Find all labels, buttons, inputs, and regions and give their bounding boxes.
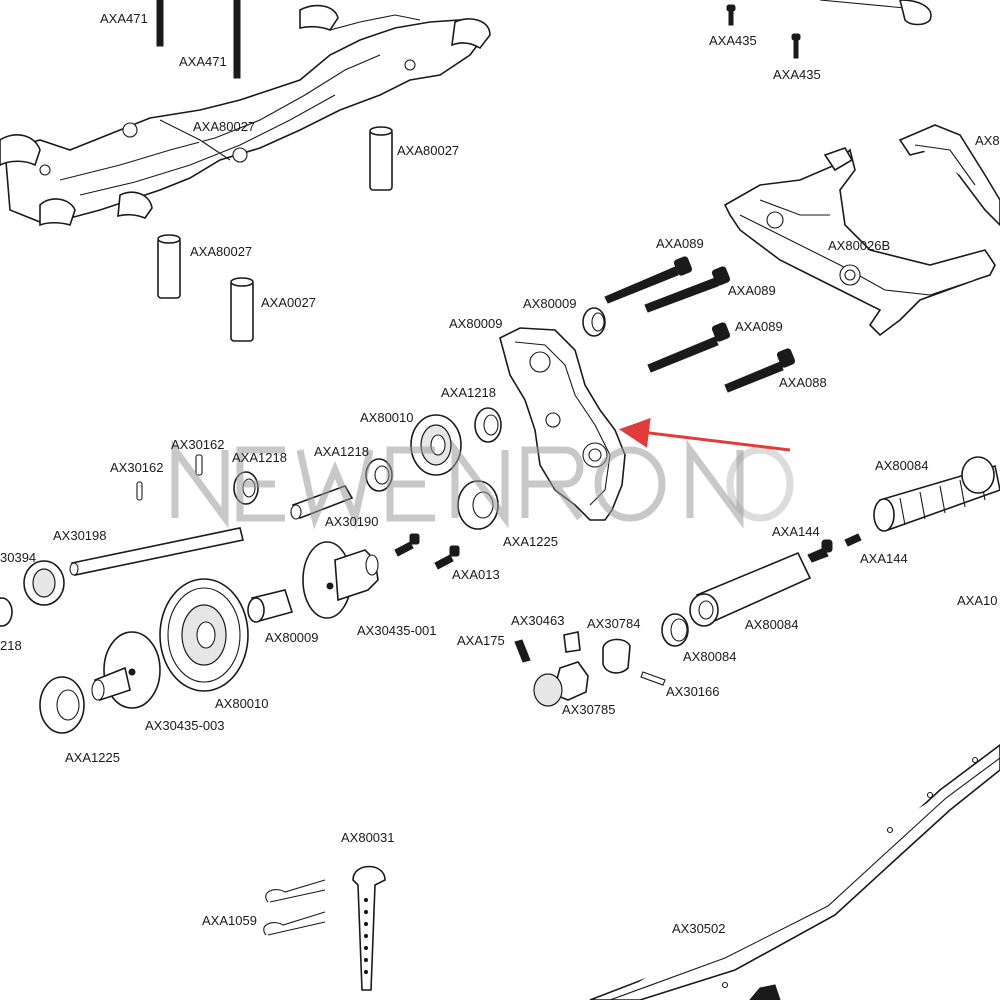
label-ax80084-b: AX80084 (745, 617, 799, 632)
screws-axa144-drawing (807, 533, 862, 563)
small-screws-top-drawing (726, 0, 932, 59)
label-axa1225-b: AXA1225 (65, 750, 120, 765)
label-axa80027-a: AXA80027 (193, 119, 256, 134)
label-axa471-a: AXA471 (100, 11, 148, 26)
label-ax30785: AX30785 (562, 702, 616, 717)
label-axa144-a: AXA144 (772, 524, 820, 539)
label-axa1218-a: AXA1218 (441, 385, 496, 400)
label-ax30162-b: AX30162 (110, 460, 164, 475)
label-ax80010-a: AX80010 (360, 410, 414, 425)
drive-tube-drawing (661, 551, 812, 647)
pinion-gear-drawing (23, 560, 65, 606)
body-post-drawing (352, 865, 386, 991)
label-ax80010-b: AX80010 (215, 696, 269, 711)
pins-drawing (136, 454, 203, 501)
label-axa0027: AXA0027 (261, 295, 316, 310)
chassis-rail-drawing (589, 744, 1000, 1000)
label-ax80009-washer: AX80009 (523, 296, 577, 311)
screw-axa471-drawing (156, 0, 241, 79)
small-drive-parts-drawing (514, 631, 666, 707)
label-ax30162-a: AX30162 (171, 437, 225, 452)
label-axa435-a: AXA435 (709, 33, 757, 48)
label-axa089-b: AXA089 (728, 283, 776, 298)
label-ax80084-a: AX80084 (683, 649, 737, 664)
label-ax8: AX8 (975, 133, 1000, 148)
label-axa80027-c: AXA80027 (190, 244, 253, 259)
body-clips-drawing (263, 879, 326, 936)
upper-right-link-drawing (898, 124, 1000, 227)
red-arrow (619, 417, 791, 452)
bearings-drawing (0, 407, 502, 734)
output-cup-drawing (302, 541, 379, 619)
long-screws-drawing (604, 256, 796, 393)
spacer-drawing (157, 126, 393, 342)
label-ax30502: AX30502 (672, 921, 726, 936)
label-ax80009-case: AX80009 (449, 316, 503, 331)
label-axa1218-c: AXA1218 (314, 444, 369, 459)
chassis-plate-drawing (0, 4, 491, 227)
watermark-drawing (171, 439, 794, 530)
label-axa1218-b: AXA1218 (232, 450, 287, 465)
label-ax30190: AX30190 (325, 514, 379, 529)
spur-spacer-drawing (247, 589, 294, 623)
label-ax80084-c: AX80084 (875, 458, 929, 473)
label-axa144-b: AXA144 (860, 551, 908, 566)
label-ax80026b: AX80026B (828, 238, 891, 253)
spur-gear-drawing (159, 578, 249, 692)
label-30394: 30394 (0, 550, 37, 565)
label-ax30435-003: AX30435-003 (145, 718, 225, 733)
label-axa013: AXA013 (452, 567, 500, 582)
set-screws-drawing (394, 533, 460, 570)
idler-gear-drawing (410, 414, 462, 476)
label-axa175: AXA175 (457, 633, 505, 648)
long-shaft-drawing (69, 527, 244, 576)
label-ax80031: AX80031 (341, 830, 395, 845)
label-axa80027-b: AXA80027 (397, 143, 460, 158)
label-ax30435-001: AX30435-001 (357, 623, 437, 638)
washer-drawing (582, 307, 606, 337)
label-axa10: AXA10 (957, 593, 998, 608)
label-ax80009-spacer: AX80009 (265, 630, 319, 645)
label-axa089-c: AXA089 (735, 319, 783, 334)
label-axa1059: AXA1059 (202, 913, 257, 928)
rear-output-cup-drawing (91, 631, 161, 709)
label-218: 218 (0, 638, 22, 653)
label-ax30166: AX30166 (666, 684, 720, 699)
gearbox-brace-drawing (723, 147, 996, 337)
label-axa471-b: AXA471 (179, 54, 227, 69)
label-ax30784: AX30784 (587, 616, 641, 631)
splined-shaft-drawing (873, 456, 1000, 532)
label-ax30463: AX30463 (511, 613, 565, 628)
label-axa088: AXA088 (779, 375, 827, 390)
label-ax30198: AX30198 (53, 528, 107, 543)
label-axa1225-a: AXA1225 (503, 534, 558, 549)
label-axa435-b: AXA435 (773, 67, 821, 82)
label-axa089-a: AXA089 (656, 236, 704, 251)
